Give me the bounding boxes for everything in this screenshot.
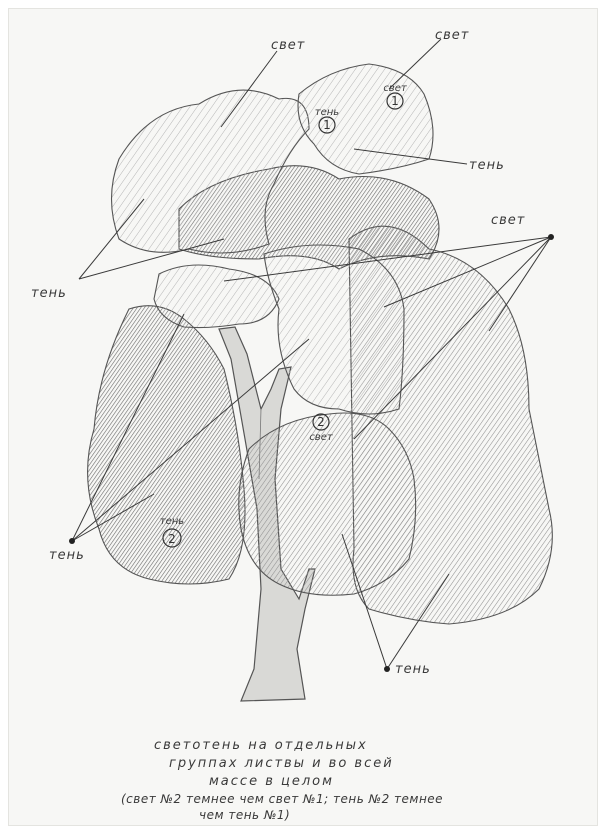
foliage-top-right-light [298,64,433,174]
foliage-small-left-light [154,265,279,328]
caption-line-5: чем тень №1) [199,808,290,822]
label-ten-lower-left: тень [49,548,85,563]
marker-svet-1-label: свет [383,83,408,94]
label-svet-top: свет [271,38,305,53]
marker-ten-2-number: 2 [168,532,176,546]
marker-svet-1-number: 1 [391,94,399,108]
marker-ten-1-number: 1 [323,118,331,132]
tree-drawing: 1 1 2 2 свет тень свет тень свет свет те… [9,9,597,825]
foliage-canopy [88,64,553,624]
marker-ten-1-label: тень [315,107,340,118]
label-svet-right: свет [491,213,525,228]
caption-line-4: (свет №2 темнее чем свет №1; тень №2 тем… [121,792,443,806]
marker-svet-2-label: свет [309,432,334,443]
label-ten-right: тень [469,158,505,173]
label-ten-left: тень [31,286,67,301]
caption-line-1: светотень на отдельных [154,738,368,753]
caption-line-3: массе в целом [209,774,334,789]
foliage-left-shadow-mass [88,306,245,584]
marker-svet-2-number: 2 [317,415,325,429]
marker-ten-2-label: тень [160,516,185,527]
caption: светотень на отдельных группах листвы и … [121,738,443,822]
label-ten-bottom: тень [395,662,431,677]
label-svet-top-right: свет [435,28,469,43]
paper-sheet: 1 1 2 2 свет тень свет тень свет свет те… [8,8,598,826]
caption-line-2: группах листвы и во всей [169,756,394,771]
